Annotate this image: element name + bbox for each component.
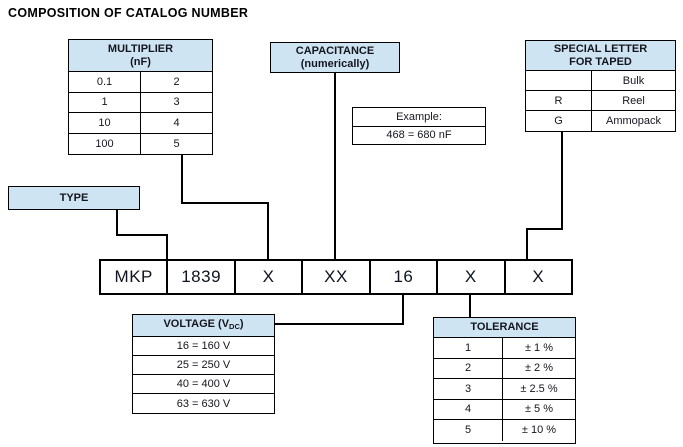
multiplier-table: MULTIPLIER (nF) 0.1 2 1 3 10 4 100 5 [68, 39, 213, 155]
voltage-table: VOLTAGE (VDC) 16 = 160 V 25 = 250 V 40 =… [132, 314, 275, 414]
special-letter-desc: Ammopack [605, 115, 662, 127]
tolerance-row: 1 ± 1 % [434, 338, 575, 359]
example-label: Example: [396, 110, 442, 123]
capacitance-line2: (numerically) [300, 57, 370, 70]
tolerance-value: ± 2.5 % [520, 382, 558, 395]
tolerance-value: ± 2 % [524, 362, 554, 375]
voltage-value: 25 = 250 V [176, 359, 231, 371]
page-title: COMPOSITION OF CATALOG NUMBER [8, 6, 249, 20]
catalog-number-row: MKP 1839 X XX 16 X X [99, 259, 573, 295]
example-box: Example: 468 = 680 nF [352, 107, 486, 145]
special-letter-code: R [526, 91, 592, 110]
connector-voltage-v [402, 294, 404, 325]
special-letter-header-line1: SPECIAL LETTER [553, 42, 648, 55]
voltage-value: 16 = 160 V [176, 340, 231, 352]
multiplier-header-line2: (nF) [130, 55, 151, 68]
voltage-header-text: VOLTAGE (VDC) [163, 318, 244, 331]
voltage-value: 63 = 630 V [176, 397, 231, 410]
voltage-value: 40 = 400 V [176, 378, 231, 390]
special-letter-code [526, 71, 592, 90]
special-letter-header: SPECIAL LETTER FOR TAPED [526, 41, 675, 71]
tolerance-code: 4 [434, 399, 503, 419]
tolerance-value: ± 10 % [521, 424, 557, 437]
tolerance-code: 3 [434, 379, 503, 399]
special-letter-code: G [526, 111, 592, 131]
connector-type-h [116, 234, 168, 236]
multiplier-row: 100 5 [69, 133, 212, 154]
catalog-cell-capacitance: XX [303, 261, 371, 293]
connector-type-v2 [166, 234, 168, 260]
special-letter-desc: Bulk [622, 74, 645, 87]
tolerance-value: ± 1 % [524, 341, 554, 354]
multiplier-cell: 3 [173, 96, 180, 109]
connector-special-v1 [561, 131, 563, 230]
catalog-cell-tolerance: X [438, 261, 506, 293]
multiplier-cell: 1 [69, 92, 141, 112]
multiplier-cell: 0.1 [69, 72, 141, 92]
tolerance-code: 1 [434, 338, 503, 358]
example-label-row: Example: [353, 108, 485, 127]
connector-voltage-h [274, 323, 404, 325]
capacitance-line1: CAPACITANCE [295, 44, 375, 57]
connector-multiplier-v1 [181, 154, 183, 204]
connector-tolerance-v [469, 294, 471, 318]
multiplier-header: MULTIPLIER (nF) [69, 40, 212, 72]
voltage-row: 40 = 400 V [133, 375, 274, 394]
connector-type-v1 [116, 209, 118, 236]
connector-multiplier-h [181, 202, 269, 204]
multiplier-row: 10 4 [69, 113, 212, 134]
special-letter-header-line2: FOR TAPED [569, 55, 632, 68]
capacitance-box: CAPACITANCE (numerically) [270, 42, 400, 73]
voltage-row: 16 = 160 V [133, 337, 274, 356]
tolerance-code: 2 [434, 358, 503, 378]
tolerance-value: ± 5 % [524, 403, 554, 416]
multiplier-cell: 10 [69, 113, 141, 133]
catalog-cell-special-letter: X [532, 267, 545, 286]
voltage-subscript: DC [229, 322, 240, 331]
catalog-cell-type: MKP [101, 261, 169, 293]
special-letter-row: Bulk [526, 71, 675, 91]
special-letter-row: G Ammopack [526, 111, 675, 131]
capacitance-label: CAPACITANCE (numerically) [271, 43, 399, 72]
tolerance-row: 5 ± 10 % [434, 420, 575, 441]
tolerance-code: 5 [434, 420, 503, 441]
special-letter-row: R Reel [526, 91, 675, 111]
multiplier-cell: 100 [69, 133, 141, 154]
tolerance-row: 3 ± 2.5 % [434, 379, 575, 400]
multiplier-header-line1: MULTIPLIER [107, 42, 174, 55]
type-box: TYPE [8, 186, 140, 210]
special-letter-table: SPECIAL LETTER FOR TAPED Bulk R Reel G A… [525, 40, 676, 132]
multiplier-row: 0.1 2 [69, 72, 212, 93]
catalog-cell-voltage: 16 [371, 261, 439, 293]
multiplier-cell: 5 [173, 137, 180, 150]
connector-special-v2 [526, 228, 528, 260]
voltage-row: 63 = 630 V [133, 394, 274, 413]
tolerance-row: 4 ± 5 % [434, 399, 575, 420]
voltage-header: VOLTAGE (VDC) [133, 315, 274, 337]
tolerance-row: 2 ± 2 % [434, 358, 575, 379]
example-value: 468 = 680 nF [386, 128, 452, 141]
tolerance-table: TOLERANCE 1 ± 1 % 2 ± 2 % 3 ± 2.5 % 4 ± … [433, 317, 576, 444]
multiplier-cell: 2 [173, 75, 180, 88]
connector-multiplier-v2 [267, 202, 269, 260]
tolerance-header: TOLERANCE [434, 318, 575, 338]
multiplier-cell: 4 [173, 116, 180, 129]
catalog-cell-series: 1839 [168, 261, 236, 293]
connector-capacitance-v [334, 72, 336, 260]
catalog-cell-multiplier: X [236, 261, 304, 293]
example-value-row: 468 = 680 nF [353, 127, 485, 143]
voltage-row: 25 = 250 V [133, 356, 274, 375]
type-label: TYPE [9, 187, 139, 209]
multiplier-row: 1 3 [69, 92, 212, 113]
special-letter-desc: Reel [622, 94, 645, 107]
connector-special-h [526, 228, 563, 230]
